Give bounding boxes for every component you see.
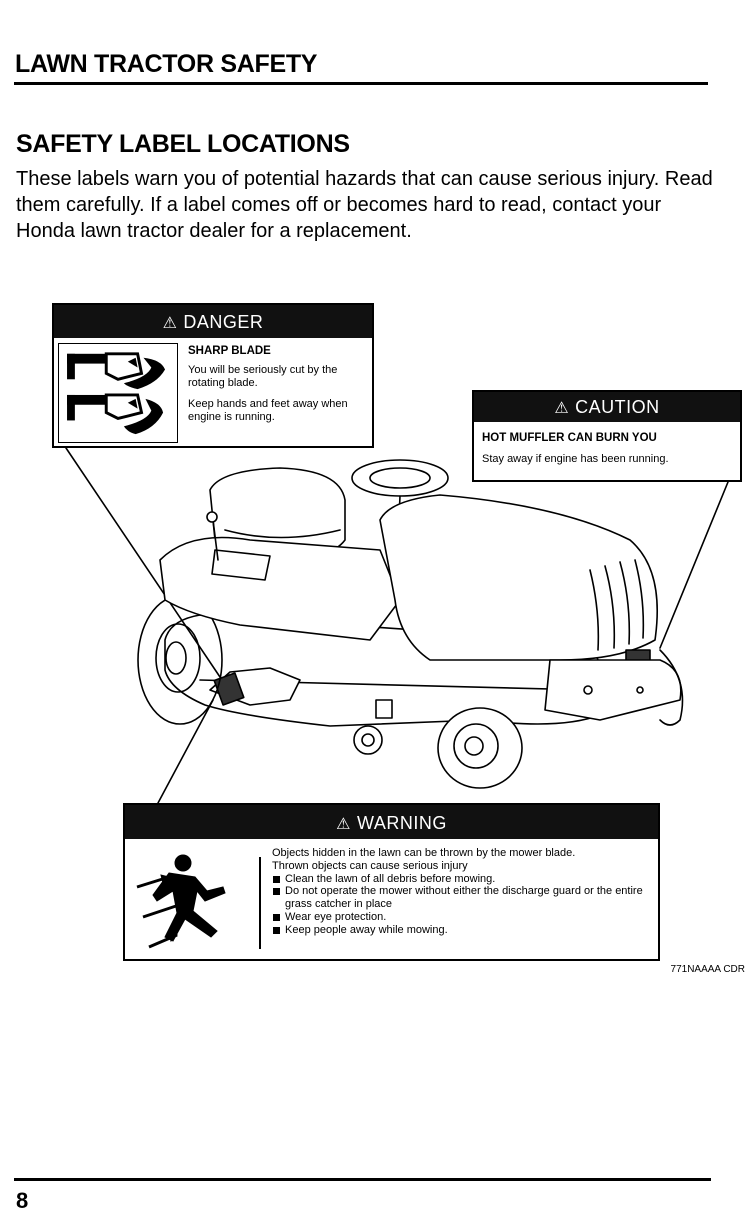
danger-label-line2: Keep hands and feet away when engine is … xyxy=(188,398,348,423)
warning-label-line1: Objects hidden in the lawn can be thrown… xyxy=(272,847,576,859)
page-number: 8 xyxy=(16,1188,29,1213)
thrown-object-icon xyxy=(136,854,226,949)
danger-heading-text: DANGER xyxy=(183,312,264,332)
danger-label: ⚠ DANGER SHARP BLADE You will be seriousl… xyxy=(52,303,374,448)
caution-label-text: HOT MUFFLER CAN BURN YOU Stay away if en… xyxy=(482,432,732,466)
caution-leader-line xyxy=(659,481,729,649)
warning-label-text: Objects hidden in the lawn can be thrown… xyxy=(272,847,657,937)
warning-triangle-icon: ⚠ xyxy=(162,315,178,332)
danger-leader-line xyxy=(65,447,223,681)
warning-bullet-item: Clean the lawn of all debris before mowi… xyxy=(272,873,657,886)
warning-label: ⚠ WARNING Objects hidden in the lawn can … xyxy=(123,803,660,961)
blade-hazard-icon xyxy=(58,343,178,443)
danger-label-header: ⚠ DANGER xyxy=(54,305,372,338)
warning-bullet-item: Do not operate the mower without either … xyxy=(272,885,657,911)
caution-label-title: HOT MUFFLER CAN BURN YOU xyxy=(482,432,657,444)
page-header-title: LAWN TRACTOR SAFETY xyxy=(15,50,318,78)
warning-bullet-item: Wear eye protection. xyxy=(272,911,657,924)
danger-label-title: SHARP BLADE xyxy=(188,345,271,357)
warning-bullet-item: Keep people away while mowing. xyxy=(272,924,657,937)
warning-label-header: ⚠ WARNING xyxy=(125,805,658,839)
caution-label: ⚠ CAUTION HOT MUFFLER CAN BURN YOU Stay a… xyxy=(472,390,742,482)
intro-paragraph: These labels warn you of potential hazar… xyxy=(16,168,713,242)
danger-label-line1: You will be seriously cut by the rotatin… xyxy=(188,364,338,389)
section-title: SAFETY LABEL LOCATIONS xyxy=(16,130,350,158)
warning-bullet-list: Clean the lawn of all debris before mowi… xyxy=(272,873,657,937)
warning-divider xyxy=(259,857,261,949)
warning-triangle-icon: ⚠ xyxy=(336,816,351,833)
warning-heading-text: WARNING xyxy=(357,813,447,833)
lawn-tractor-illustration xyxy=(65,447,729,804)
footer-rule xyxy=(14,1178,711,1181)
caution-label-line1: Stay away if engine has been running. xyxy=(482,453,669,465)
warning-label-line2: Thrown objects can cause serious injury xyxy=(272,859,468,872)
caution-heading-text: CAUTION xyxy=(575,397,660,417)
warning-leader-line xyxy=(157,699,214,804)
figure-code: 771NAAAA CDR xyxy=(670,964,745,975)
header-rule xyxy=(14,82,708,85)
warning-triangle-icon: ⚠ xyxy=(554,400,570,417)
danger-label-text: SHARP BLADE You will be seriously cut by… xyxy=(188,345,368,424)
caution-label-header: ⚠ CAUTION xyxy=(474,392,740,422)
